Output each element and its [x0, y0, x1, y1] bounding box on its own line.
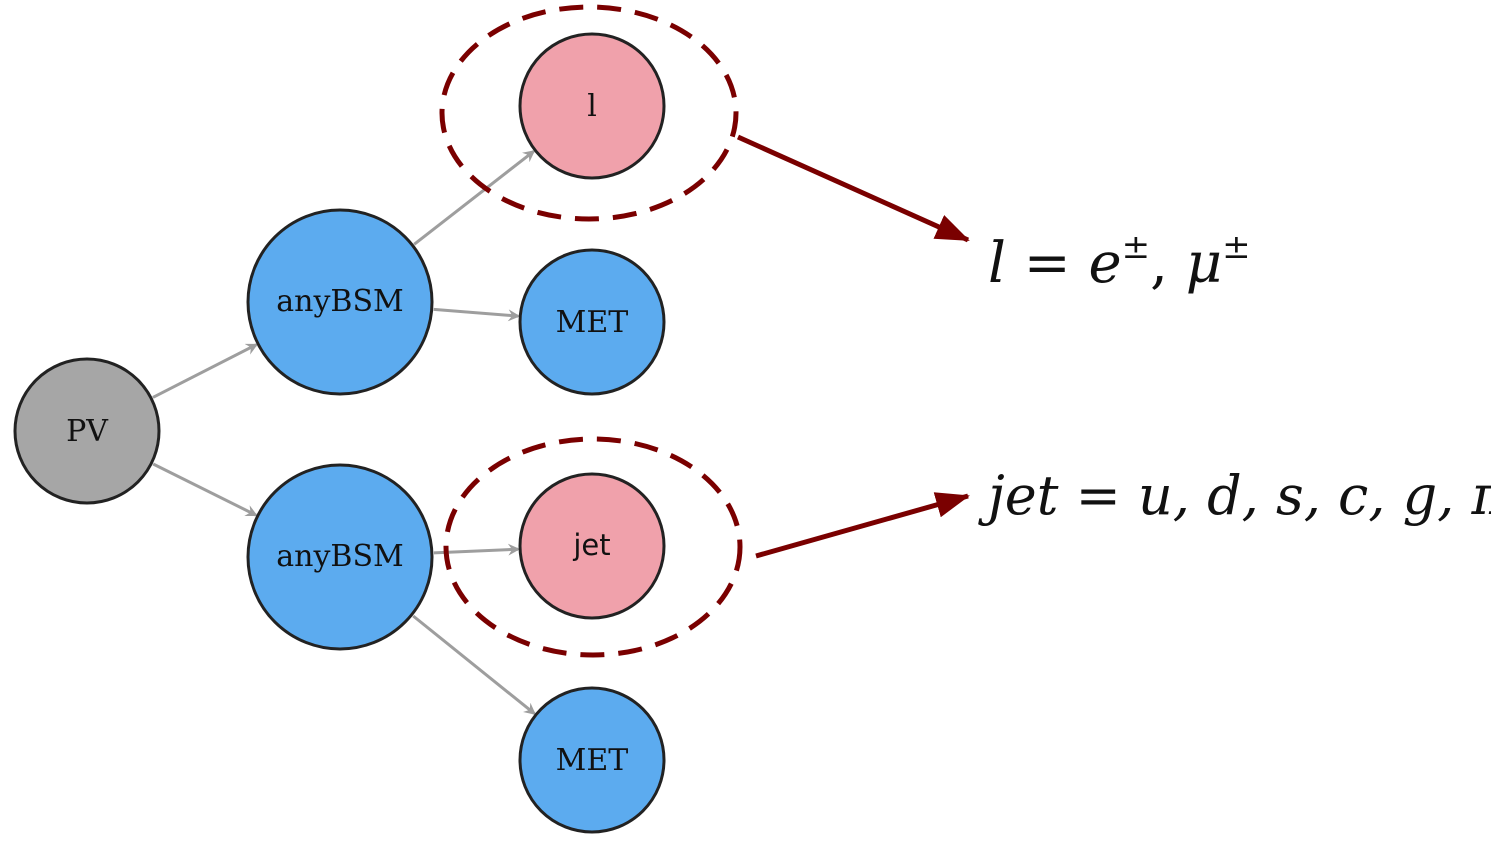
- jet-def-lhs: jet: [978, 464, 1059, 527]
- node-pv: PV: [13, 357, 161, 505]
- edge-pv-to-anybsm-top: [152, 343, 259, 399]
- node-anybsm-bottom-label: anyBSM: [276, 539, 403, 574]
- node-anybsm-top-label: anyBSM: [276, 284, 403, 319]
- lepton-def-separator: ,: [1150, 231, 1186, 296]
- node-jet: jet: [518, 472, 666, 620]
- jet-definition: jet = u, d, s, c, g, π: [978, 464, 1491, 527]
- edge-anybsm-bottom-to-met: [412, 614, 536, 715]
- node-anybsm-bottom: anyBSM: [246, 463, 434, 651]
- edge-group: [152, 150, 536, 715]
- lepton-definition: l = e±, μ±: [988, 227, 1251, 296]
- edge-pv-to-anybsm-bottom: [152, 462, 258, 517]
- lepton-def-electron-charge: ±: [1122, 227, 1151, 267]
- lepton-highlight-ellipse: [439, 4, 739, 222]
- lepton-def-electron: e: [1088, 231, 1121, 296]
- node-group: PV anyBSM anyBSM l MET jet MET: [13, 32, 666, 834]
- node-pv-label: PV: [66, 414, 109, 449]
- edge-anybsm-top-to-lepton: [413, 150, 536, 246]
- node-met-top: MET: [518, 248, 666, 396]
- lepton-def-eq: =: [1006, 231, 1089, 296]
- lepton-def-lhs: l: [988, 231, 1006, 296]
- node-jet-label: jet: [572, 528, 610, 562]
- lepton-def-muon-charge: ±: [1222, 227, 1251, 267]
- jet-highlight-ellipse: [443, 436, 743, 658]
- lepton-def-muon: μ: [1186, 231, 1222, 296]
- node-met-top-label: MET: [556, 305, 629, 340]
- edge-anybsm-top-to-met: [433, 307, 521, 322]
- node-met-bottom-label: MET: [556, 743, 629, 778]
- node-lepton-label: l: [587, 89, 597, 124]
- node-lepton: l: [518, 32, 666, 180]
- jet-annotation-arrow: [755, 492, 970, 559]
- jet-def-eq: =: [1058, 464, 1138, 527]
- lepton-annotation-arrow: [736, 134, 970, 243]
- node-anybsm-top: anyBSM: [246, 208, 434, 396]
- jet-def-rhs: u, d, s, c, g, π: [1138, 464, 1491, 527]
- node-met-bottom: MET: [518, 686, 666, 834]
